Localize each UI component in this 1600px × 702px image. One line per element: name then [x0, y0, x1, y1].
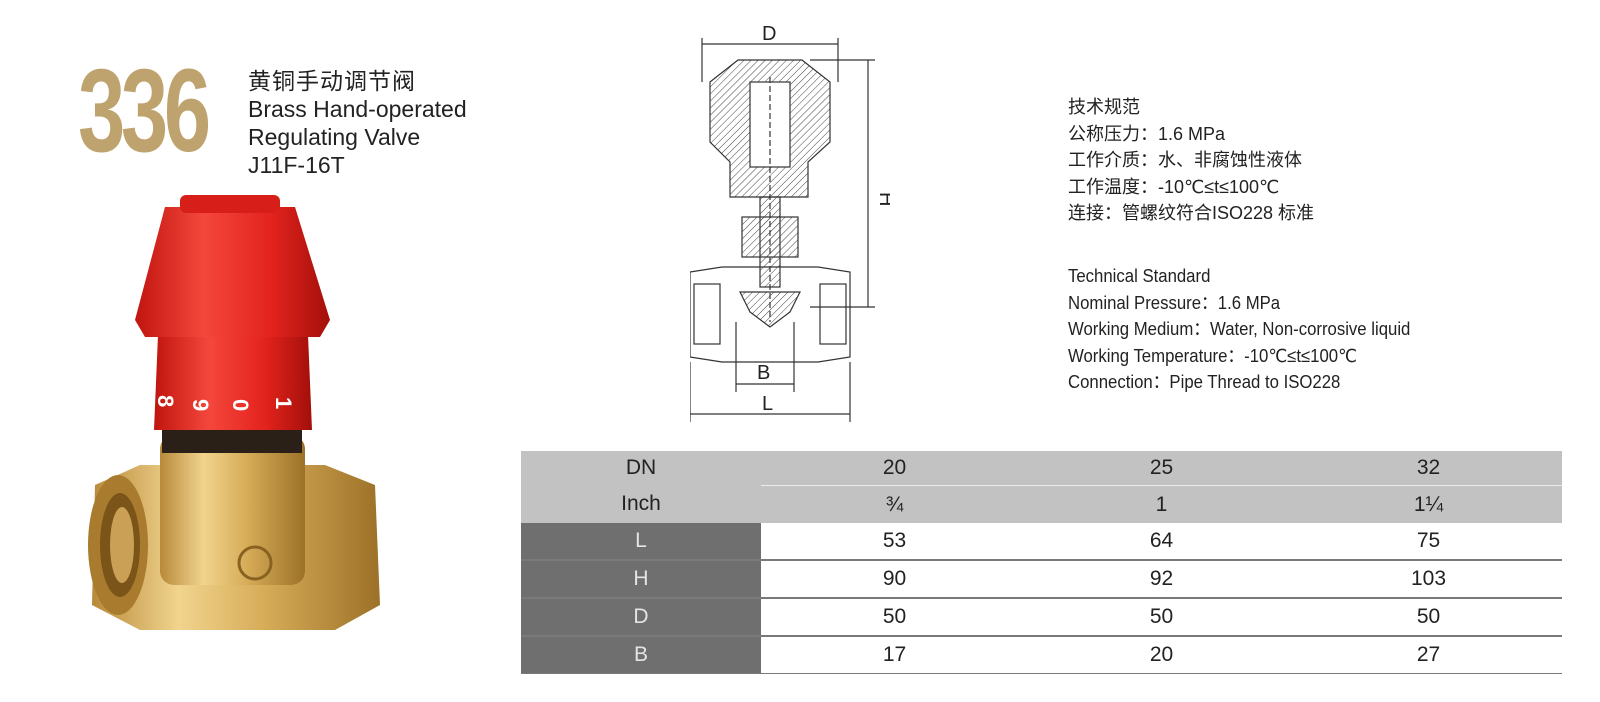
valve-technical-drawing: D H B L [690, 23, 890, 422]
spec-cn-heading: 技术规范 [1068, 97, 1140, 117]
spec-cn-line: 工作温度：-10℃≤t≤100℃ [1068, 176, 1280, 197]
dim-label-b: B [757, 362, 770, 384]
spec-en-line: Connection：Pipe Thread to ISO228 [1068, 372, 1341, 392]
product-title-en-line2: Regulating Valve [248, 124, 421, 150]
dial-digit: 8 [153, 395, 178, 407]
model-number: 336 [78, 45, 211, 177]
dim-label-h: H [875, 192, 890, 206]
dial-digit: 1 [271, 397, 296, 409]
table-header-cell: 20 [761, 451, 1028, 486]
table-header-cell: 25 [1028, 451, 1295, 486]
table-header-cell: 32 [1295, 451, 1562, 486]
table-cell: 103 [1295, 560, 1562, 599]
table-cell: 17 [761, 636, 1028, 674]
table-header-cell: 1¼ [1295, 485, 1562, 523]
spec-cn-line: 公称压力：1.6 MPa [1068, 123, 1226, 144]
table-header-row-inch: Inch ¾ 1 1¼ [521, 485, 1562, 523]
table-row: B 17 20 27 [521, 636, 1562, 674]
table-row: H 90 92 103 [521, 560, 1562, 599]
dim-label-d: D [762, 23, 776, 45]
table-header-cell: ¾ [761, 485, 1028, 523]
table-cell: 50 [761, 598, 1028, 637]
table-header-row-dn: DN 20 25 32 [521, 451, 1562, 486]
table-cell: 92 [1028, 560, 1295, 599]
table-header-cell: 1 [1028, 485, 1295, 523]
table-header-cell: DN [521, 451, 761, 486]
table-header-cell: Inch [521, 485, 761, 523]
table-cell: 50 [1295, 598, 1562, 637]
spec-en-line: Working Medium：Water, Non-corrosive liqu… [1068, 319, 1411, 339]
technical-spec-cn: 技术规范 公称压力：1.6 MPa 工作介质：水、非腐蚀性液体 工作温度：-10… [1068, 94, 1314, 227]
spec-cn-line: 工作介质：水、非腐蚀性液体 [1068, 150, 1302, 170]
table-cell: 50 [1028, 598, 1295, 637]
dial-digit: 0 [228, 399, 253, 411]
spec-cn-line: 连接：管螺纹符合ISO228 标准 [1068, 203, 1315, 223]
table-row-label: B [521, 636, 761, 674]
table-row-label: L [521, 523, 761, 561]
product-title-cn: 黄铜手动调节阀 [248, 68, 416, 94]
dim-label-l: L [762, 393, 773, 415]
technical-spec-en: Technical Standard Nominal Pressure：1.6 … [1068, 263, 1410, 396]
table-cell: 64 [1028, 523, 1295, 561]
table-row: D 50 50 50 [521, 598, 1562, 637]
table-cell: 53 [761, 523, 1028, 561]
table-row: L 53 64 75 [521, 523, 1562, 561]
table-cell: 27 [1295, 636, 1562, 674]
product-title-en-line1: Brass Hand-operated [248, 96, 467, 122]
spec-en-line: Nominal Pressure：1.6 MPa [1068, 292, 1281, 313]
table-row-label: D [521, 598, 761, 637]
table-cell: 75 [1295, 523, 1562, 561]
table-cell: 20 [1028, 636, 1295, 674]
dimension-table: DN 20 25 32 Inch ¾ 1 1¼ L 53 64 75 H 90 … [521, 451, 1562, 674]
dial-digit: 9 [188, 399, 213, 411]
table-row-label: H [521, 560, 761, 599]
table-cell: 90 [761, 560, 1028, 599]
spec-en-heading: Technical Standard [1068, 266, 1211, 286]
spec-en-line: Working Temperature：-10℃≤t≤100℃ [1068, 345, 1357, 366]
dial-digits: 8 9 0 1 [153, 395, 296, 411]
valve-product-photo: 8 9 0 1 [88, 195, 380, 630]
model-code: J11F-16T [248, 152, 345, 178]
